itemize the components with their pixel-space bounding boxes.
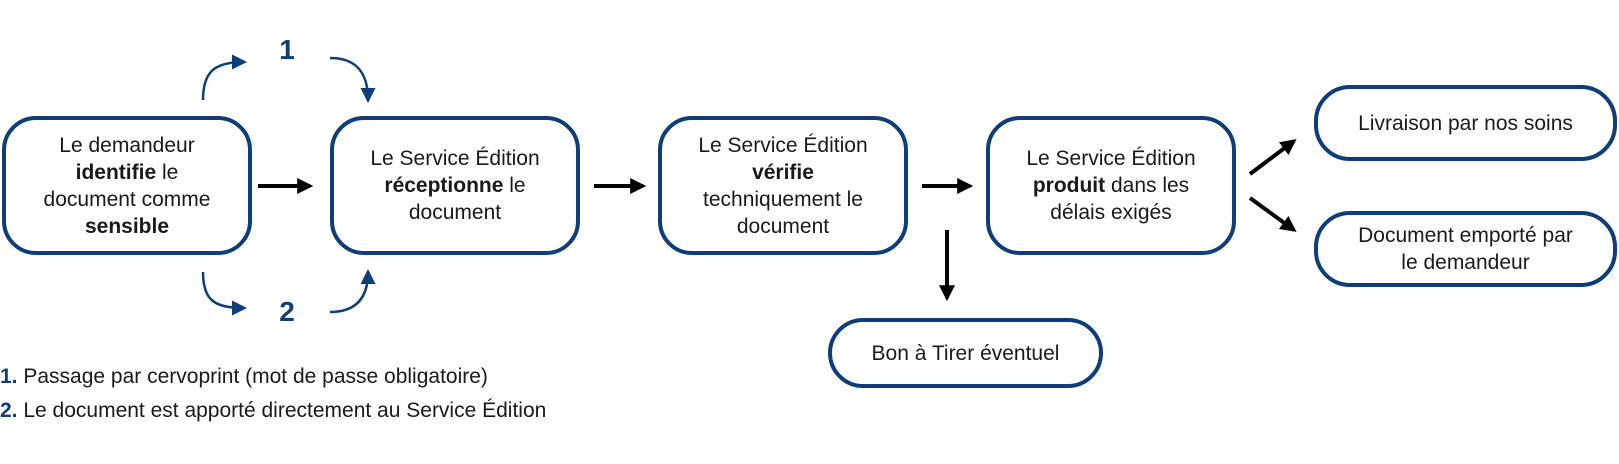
step4-line2: produit dans les [1032,174,1190,197]
step-requester-identifies: Le demandeur identifie le document comme… [2,116,252,255]
step1-line4: sensible [84,214,170,238]
route2-arrow-out [201,271,247,316]
step3-line3: techniquement le [703,187,863,211]
step2-line2: réceptionne le [384,174,526,197]
route2-arrow-in [329,269,376,314]
pickup-box: Document emporté par le demandeur [1314,211,1617,287]
arrow-to-delivery [1248,139,1297,176]
arrow-to-pickup [1248,196,1297,232]
step-service-verifies: Le Service Édition vérifie techniquement… [658,116,908,255]
step-service-produces: Le Service Édition produit dans les déla… [986,116,1236,255]
route2-label: 2 [279,296,295,327]
proof-label: Bon à Tirer éventuel [871,341,1060,365]
delivery-box: Livraison par nos soins [1314,85,1617,161]
step3-line2: vérifie [752,160,814,184]
step2-line3: document [408,201,502,224]
route1-label: 1 [279,34,295,65]
step1-line1: Le demandeur [59,133,195,157]
step3-line1: Le Service Édition [698,133,868,157]
step4-line1: Le Service Édition [1026,147,1196,170]
step3-line4: document [736,214,830,238]
step1-line2: identifie le [75,160,179,184]
proof-box: Bon à Tirer éventuel [828,318,1103,388]
step2-line1: Le Service Édition [370,147,540,170]
step1-line3: document comme [43,187,211,211]
legend-item-2-text: Le document est apporté directement au S… [17,399,547,422]
step4-line3: délais exigés [1050,201,1172,224]
step-service-receives: Le Service Édition réceptionne le docume… [330,116,580,255]
pickup-line1: Document emporté par [1358,224,1573,247]
pickup-line2: le demandeur [1401,251,1530,274]
legend-item-1-text: Passage par cervoprint (mot de passe obl… [17,365,488,388]
legend-item-1-number: 1. [0,365,18,388]
route1-arrow-out [201,54,247,101]
legend-item-1: 1. Passage par cervoprint (mot de passe … [0,363,488,391]
delivery-label: Livraison par nos soins [1358,111,1573,135]
route1-arrow-in [329,56,376,103]
legend-item-2-number: 2. [0,399,18,422]
legend-item-2: 2. Le document est apporté directement a… [0,397,546,425]
